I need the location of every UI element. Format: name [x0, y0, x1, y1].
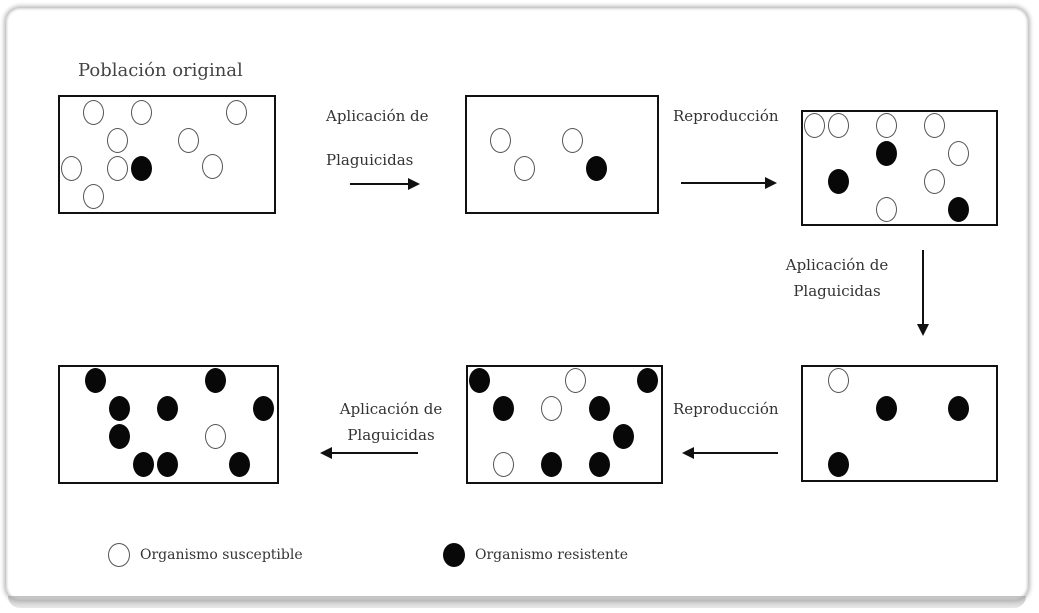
resistant-organism: [131, 156, 152, 181]
resistant-organism: [828, 452, 849, 477]
resistant-organism: [253, 396, 274, 421]
susceptible-organism: [493, 452, 514, 477]
legend-susceptible-label: Organismo susceptible: [140, 547, 303, 563]
resistant-organism: [876, 396, 897, 421]
resistant-organism: [948, 197, 969, 222]
resistant-organism: [541, 452, 562, 477]
application-label-2-line1: Aplicación de: [785, 256, 889, 274]
application-label-2: Aplicación de Plaguicidas: [762, 252, 912, 304]
legend-resistant-label: Organismo resistente: [475, 547, 628, 563]
application-label-1-line1: Aplicación de: [326, 107, 429, 125]
susceptible-organism: [490, 128, 511, 153]
susceptible-organism: [948, 141, 969, 166]
susceptible-organism: [61, 156, 82, 181]
population-box-final: [58, 365, 279, 484]
resistant-organism: [948, 396, 969, 421]
susceptible-organism: [924, 169, 945, 194]
population-box-after-reproduction-2: [466, 365, 663, 484]
susceptible-organism: [107, 156, 128, 181]
susceptible-organism: [178, 128, 199, 153]
application-label-1-line2: Plaguicidas: [326, 151, 414, 169]
arrow-left-1: [682, 447, 778, 459]
population-box-original: [58, 95, 276, 214]
population-box-after-reproduction-1: [801, 110, 998, 226]
resistant-organism: [109, 424, 130, 449]
resistant-organism: [493, 396, 514, 421]
susceptible-organism: [541, 396, 562, 421]
resistant-organism: [589, 396, 610, 421]
resistant-organism: [613, 424, 634, 449]
arrow-right-2: [681, 177, 777, 189]
susceptible-organism: [131, 100, 152, 125]
resistant-organism-icon: [443, 543, 465, 567]
resistant-organism: [637, 368, 658, 393]
susceptible-organism: [107, 128, 128, 153]
application-label-3-line1: Aplicación de: [339, 400, 443, 418]
resistant-organism: [85, 368, 106, 393]
arrow-right-1: [350, 178, 420, 190]
resistant-organism: [828, 169, 849, 194]
legend-susceptible: Organismo susceptible: [108, 543, 303, 567]
resistant-organism: [157, 396, 178, 421]
susceptible-organism: [202, 154, 223, 179]
population-box-after-application-2: [801, 365, 998, 482]
diagram-title: Población original: [78, 60, 243, 81]
resistant-organism: [133, 452, 154, 477]
resistant-organism: [469, 368, 490, 393]
susceptible-organism: [514, 156, 535, 181]
arrow-down: [917, 250, 929, 336]
reproduction-label-2: Reproducción: [673, 400, 779, 418]
susceptible-organism-icon: [108, 543, 130, 567]
application-label-1: Aplicación de Plaguicidas: [326, 103, 429, 173]
susceptible-organism: [924, 113, 945, 138]
susceptible-organism: [565, 368, 586, 393]
susceptible-organism: [226, 100, 247, 125]
resistant-organism: [229, 452, 250, 477]
reproduction-label-1: Reproducción: [673, 107, 779, 125]
susceptible-organism: [83, 184, 104, 209]
resistant-organism: [589, 452, 610, 477]
susceptible-organism: [562, 128, 583, 153]
susceptible-organism: [828, 368, 849, 393]
resistant-organism: [157, 452, 178, 477]
susceptible-organism: [205, 424, 226, 449]
population-box-after-application-1: [465, 95, 659, 214]
application-label-2-line2: Plaguicidas: [793, 282, 881, 300]
arrow-left-2: [320, 447, 418, 459]
susceptible-organism: [83, 100, 104, 125]
application-label-3: Aplicación de Plaguicidas: [316, 396, 466, 448]
susceptible-organism: [804, 113, 825, 138]
resistant-organism: [205, 368, 226, 393]
resistant-organism: [586, 156, 607, 181]
resistant-organism: [109, 396, 130, 421]
susceptible-organism: [876, 113, 897, 138]
frame-shadow: [8, 596, 1026, 608]
resistant-organism: [876, 141, 897, 166]
susceptible-organism: [828, 113, 849, 138]
legend-resistant: Organismo resistente: [443, 543, 628, 567]
susceptible-organism: [876, 197, 897, 222]
application-label-3-line2: Plaguicidas: [347, 426, 435, 444]
